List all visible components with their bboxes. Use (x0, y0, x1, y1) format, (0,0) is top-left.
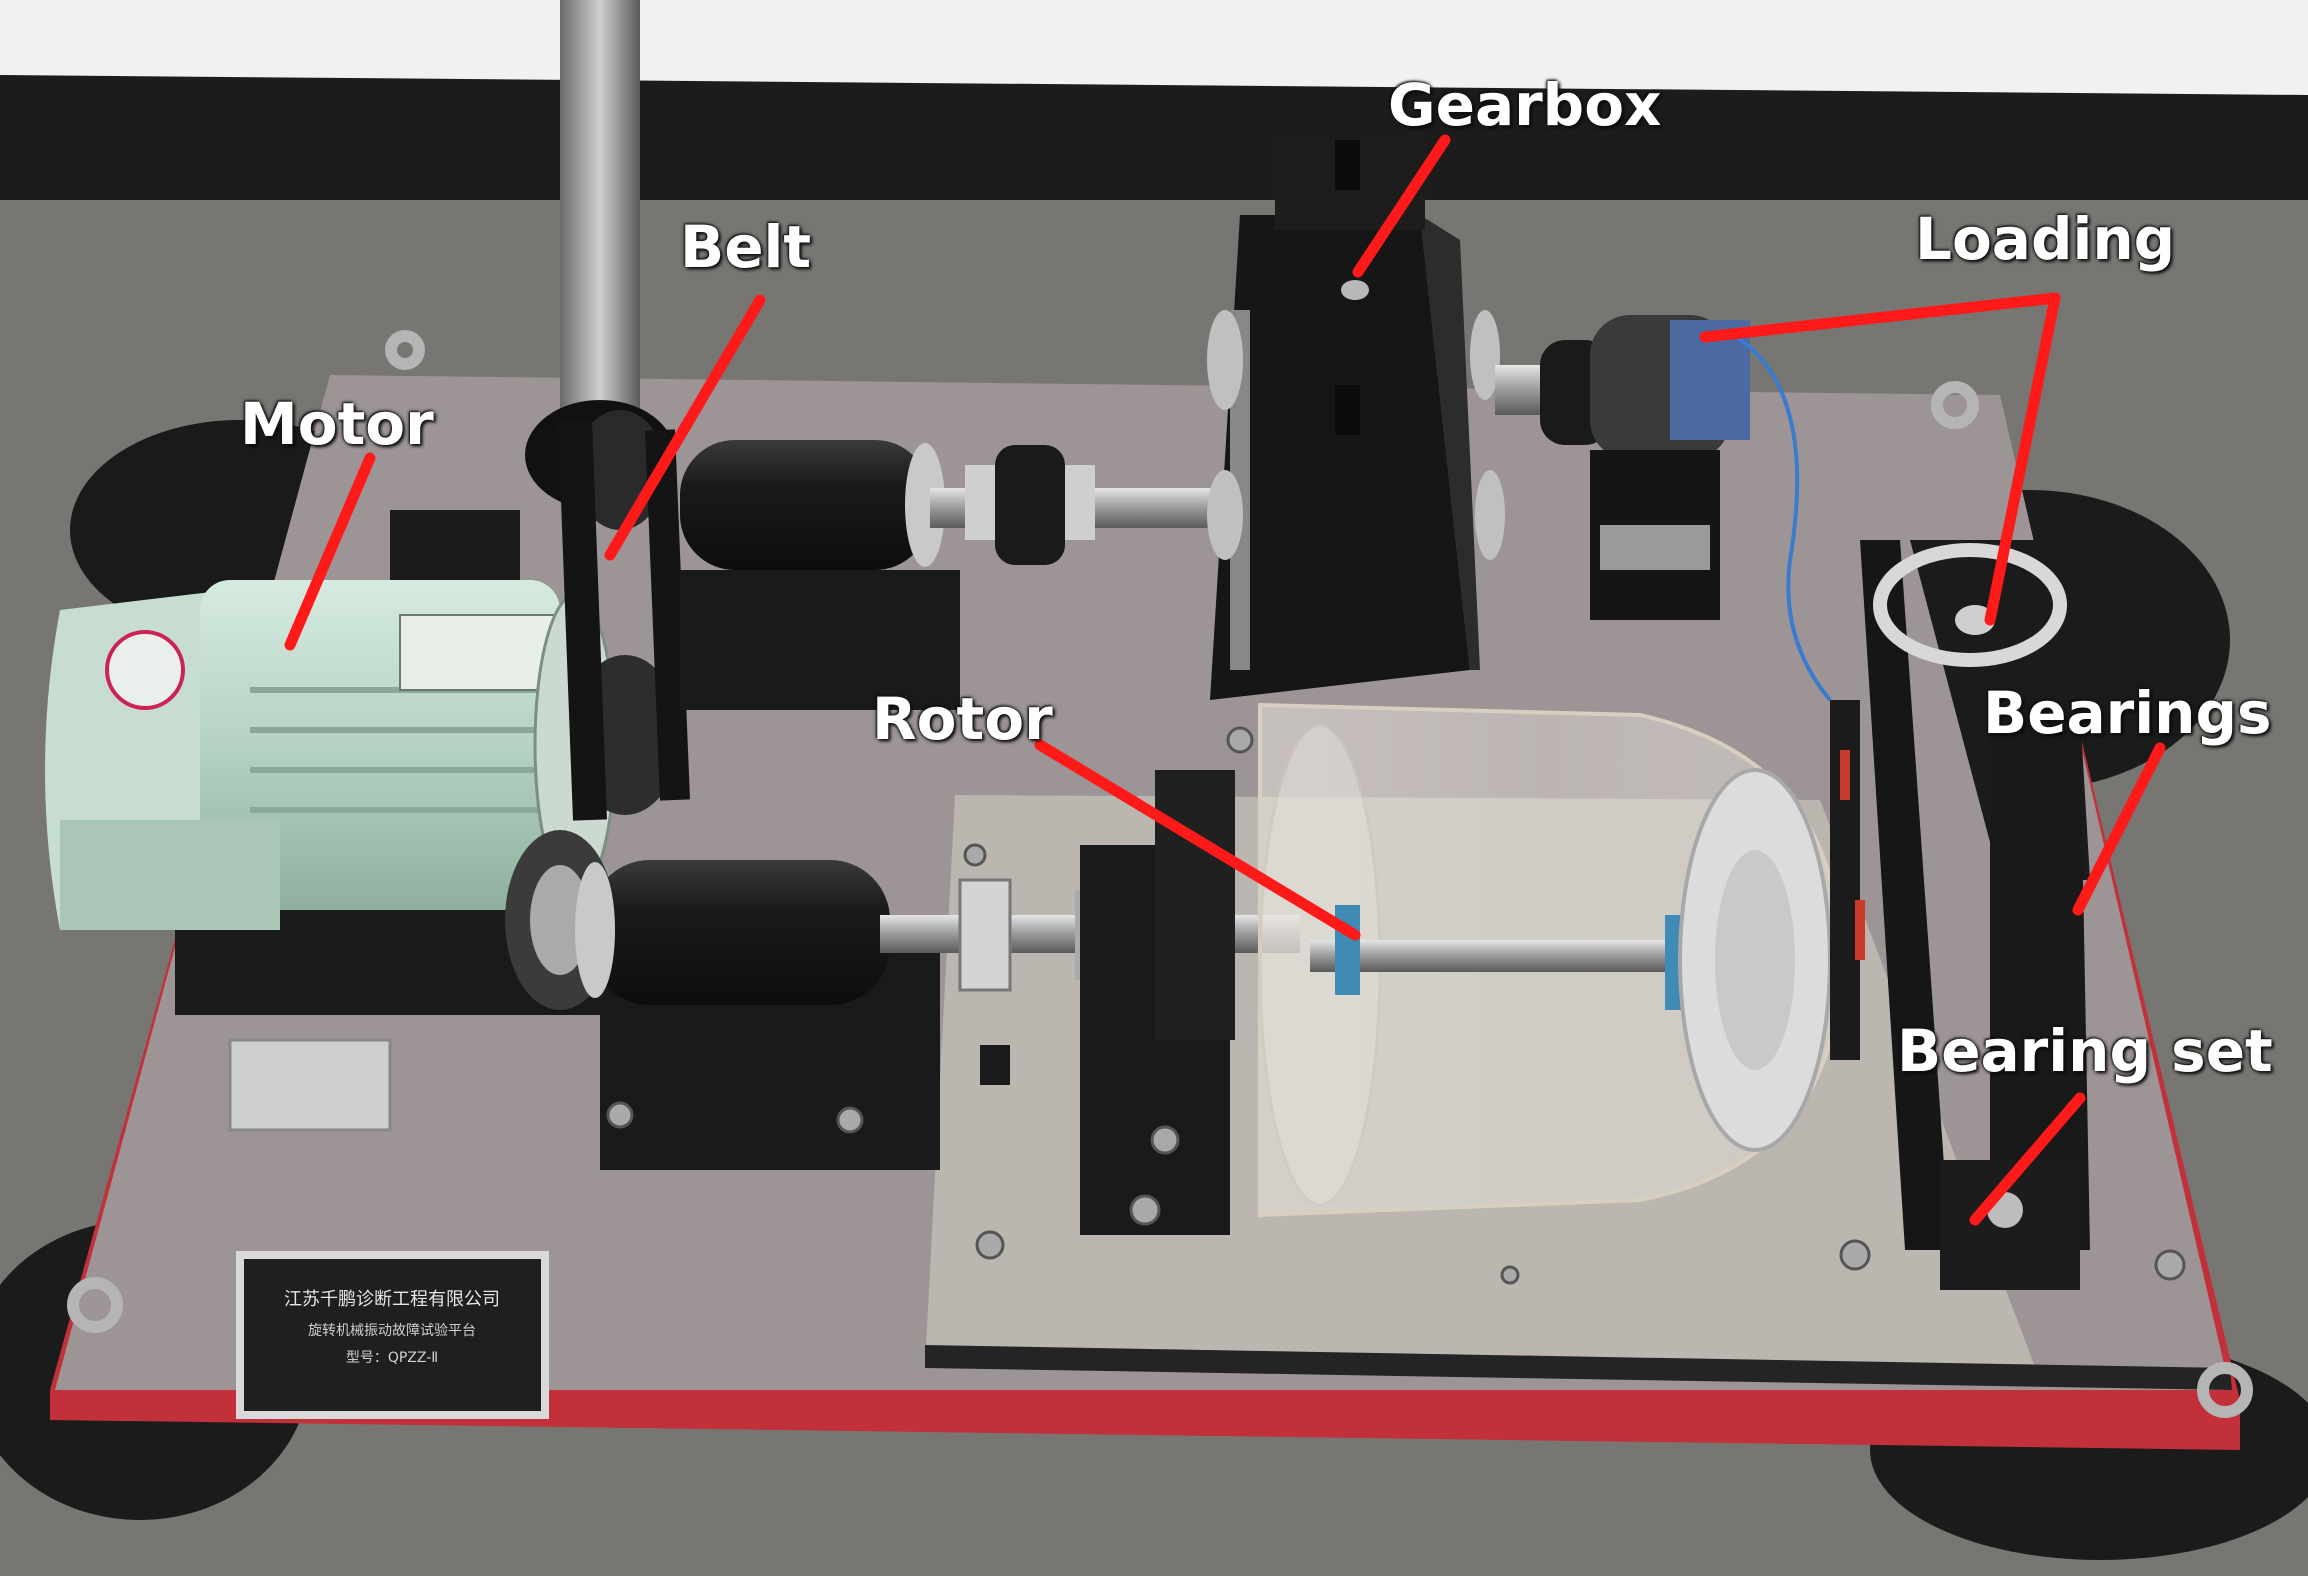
rotor (1258, 702, 1843, 1218)
pointer-lines (284, 134, 2166, 1226)
gearbox (1207, 140, 1505, 700)
upper-shaft-assembly (680, 440, 1230, 710)
label-gearbox: Gearbox (1388, 71, 1662, 139)
label-loading: Loading (1915, 205, 2176, 273)
motor (45, 580, 617, 930)
pointer-motor (284, 452, 376, 651)
bearing-set-frame (1830, 540, 2090, 1290)
label-belt: Belt (680, 213, 812, 281)
pointer-bearing-set (1969, 1092, 2086, 1226)
nameplate-line3: 型号：QPZZ-Ⅱ (346, 1350, 438, 1366)
pointer-belt (604, 294, 766, 561)
pointer-loading-a (1699, 292, 2061, 343)
nameplate: 江苏千鹏诊断工程有限公司 旋转机械振动故障试验平台 型号：QPZZ-Ⅱ (236, 1251, 549, 1419)
label-motor: Motor (240, 390, 434, 458)
pointer-loading-b (1984, 292, 2061, 626)
pointer-rotor (1034, 739, 1361, 941)
rotor-pedestal (1080, 770, 1235, 1235)
nameplate-line1: 江苏千鹏诊断工程有限公司 (284, 1289, 500, 1310)
pointer-bearings (2072, 742, 2166, 916)
nameplate-line2: 旋转机械振动故障试验平台 (308, 1323, 476, 1339)
pointer-gearbox (1352, 134, 1451, 278)
label-rotor: Rotor (872, 685, 1053, 753)
pole (560, 0, 640, 430)
label-bearings: Bearings (1983, 679, 2272, 747)
label-bearing-set: Bearing set (1897, 1017, 2273, 1085)
